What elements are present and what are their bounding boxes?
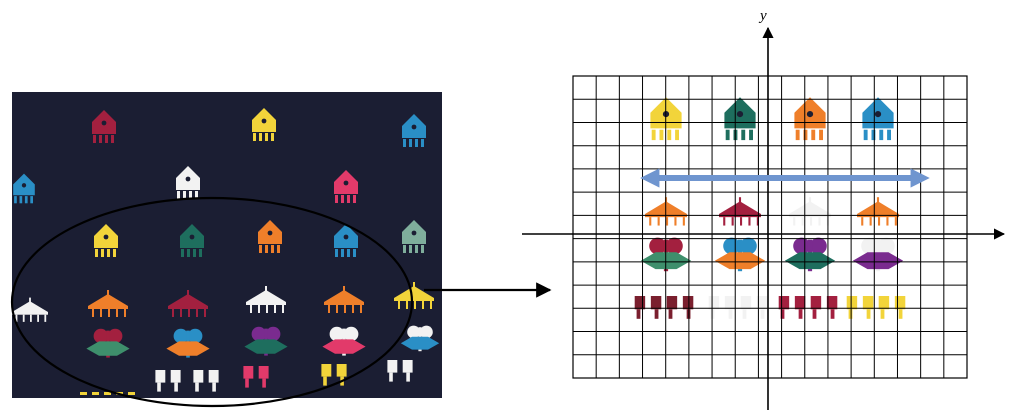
umbrella-figure-motif (168, 290, 208, 317)
spirit-figure-motif (334, 170, 358, 203)
figure-body-motif (322, 326, 366, 356)
figure-legs-motif (243, 366, 269, 388)
spirit-figure-motif (402, 114, 426, 147)
umbrella-figure-motif (88, 290, 128, 317)
spirit-figure-motif (258, 220, 282, 253)
figure-legs-motif (810, 296, 838, 319)
figure-legs-motif (155, 370, 181, 392)
y-axis-label: y (758, 8, 767, 24)
spirit-figure-motif (13, 173, 35, 204)
figure-legs-motif (846, 296, 874, 319)
figure-body-motif (166, 328, 210, 358)
spirit-figure-motif (862, 97, 894, 141)
fabric-photo (10, 92, 442, 408)
figure-legs-motif (740, 296, 768, 319)
figure-legs-motif (634, 296, 662, 319)
grid-lines (573, 76, 967, 378)
figure-legs-motif (878, 296, 906, 319)
umbrella-figure-motif (12, 297, 48, 322)
figure-body-motif (852, 237, 904, 272)
fabric-background (12, 92, 442, 398)
grid-background (573, 76, 967, 378)
grid-border (572, 75, 968, 379)
figure-body-motif (86, 328, 130, 358)
highlight-ellipse (10, 196, 414, 408)
umbrella-figure-motif (246, 286, 286, 313)
figure-legs-motif (193, 370, 219, 392)
figure-body-motif (640, 237, 692, 272)
spirit-figure-motif (92, 110, 116, 143)
grid-panel: y (522, 8, 1006, 410)
figure-legs-motif (387, 360, 413, 382)
spirit-figure-motif (252, 108, 276, 141)
spirit-figure-motif (180, 224, 204, 257)
spirit-figure-motif (176, 166, 200, 199)
spirit-figure-motif (94, 224, 118, 257)
umbrella-figure-motif (394, 282, 434, 309)
fabric-motifs (12, 108, 440, 395)
figure-body-motif (714, 237, 766, 272)
figure-body-motif (784, 237, 836, 272)
grid-motifs (634, 97, 906, 319)
spirit-figure-motif (402, 220, 426, 253)
figure-body-motif (244, 326, 288, 356)
figure-legs-motif (778, 296, 806, 319)
umbrella-figure-motif (324, 286, 364, 313)
spirit-figure-motif (334, 224, 358, 257)
figure-body-motif (400, 325, 440, 352)
spirit-figure-motif (794, 97, 826, 141)
